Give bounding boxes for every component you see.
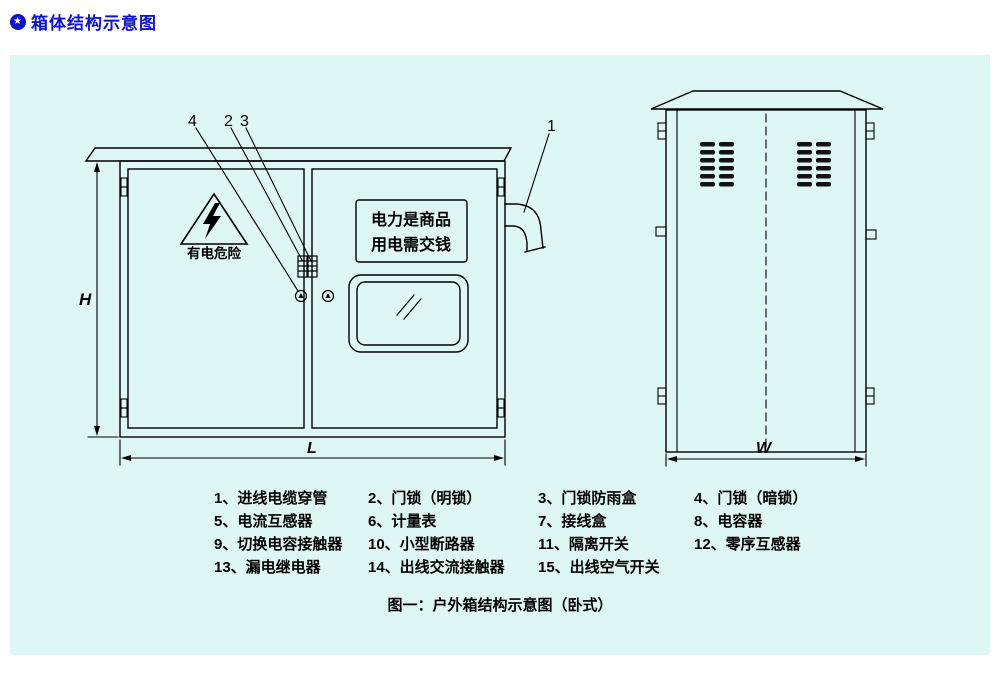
- dimension-width: [665, 453, 867, 467]
- front-hinges: [120, 177, 505, 418]
- hidden-door-locks: [294, 289, 335, 303]
- cable-conduit: [504, 203, 546, 253]
- star-circle-icon: ★: [10, 13, 26, 30]
- callout-2-label: 2: [224, 113, 233, 130]
- callout-1-label: 1: [547, 118, 556, 135]
- vent-louvers: [700, 142, 831, 187]
- warning-text: 有电危险: [187, 245, 241, 261]
- side-body: [665, 109, 867, 453]
- front-view: [84, 127, 550, 466]
- dimension-height: [87, 160, 119, 438]
- legend-item: 7、接线盒: [538, 513, 607, 530]
- legend-item: 6、计量表: [368, 513, 437, 530]
- front-left-door: [127, 168, 305, 429]
- lightning-bolt-icon: [203, 203, 221, 239]
- glass-reflection: [396, 294, 422, 320]
- callout-4-label: 4: [188, 113, 197, 130]
- side-door-frames: [676, 109, 856, 453]
- parts-legend: 1、进线电缆穿管 2、门锁（明锁） 3、门锁防雨盒 4、门锁（暗锁） 5、电流互…: [214, 490, 864, 577]
- diagram-panel: [10, 55, 990, 655]
- legend-item: 9、切换电容接触器: [214, 536, 343, 553]
- page-title-text: 箱体结构示意图: [31, 14, 157, 33]
- side-view: [650, 90, 884, 467]
- front-body: [119, 160, 506, 438]
- legend-item: 10、小型断路器: [368, 536, 475, 553]
- meter-window-inner: [356, 281, 461, 346]
- callout-3-label: 3: [240, 113, 249, 130]
- height-dim-label: H: [79, 290, 92, 309]
- side-roof: [650, 90, 884, 110]
- legend-item: 1、进线电缆穿管: [214, 490, 328, 507]
- legend-item: 4、门锁（暗锁）: [694, 490, 808, 507]
- side-hinges: [655, 122, 877, 405]
- legend-item: 12、零序互感器: [694, 536, 801, 553]
- length-dim-label: L: [307, 440, 317, 457]
- sign-text-line1: 电力是商品: [371, 210, 451, 229]
- callout-leaders: [195, 127, 550, 292]
- warning-triangle: [179, 192, 249, 245]
- front-right-door: [311, 168, 498, 429]
- legend-item: 11、隔离开关: [538, 536, 629, 553]
- width-dim-label: W: [756, 440, 773, 457]
- legend-item: 14、出线交流接触器: [368, 559, 505, 576]
- legend-item: 3、门锁防雨盒: [538, 490, 637, 507]
- page-title: ★ 箱体结构示意图: [10, 9, 157, 34]
- meter-window-outer: [348, 274, 469, 353]
- legend-item: 5、电流互感器: [214, 513, 313, 530]
- legend-item: 2、门锁（明锁）: [368, 490, 482, 507]
- legend-item: 15、出线空气开关: [538, 559, 660, 576]
- sign-text-line2: 用电需交钱: [371, 235, 451, 254]
- front-roof: [84, 147, 513, 162]
- legend-item: 13、漏电继电器: [214, 559, 321, 576]
- front-view-labels: 4 2 3 1 有电危险 电力是商品 用电需交钱 H L: [79, 113, 556, 457]
- notice-sign: [355, 199, 468, 263]
- dimension-length: [119, 439, 506, 466]
- door-lock-and-rain-box: [297, 255, 318, 278]
- figure-caption: 图一：户外箱结构示意图（卧式）: [387, 597, 613, 614]
- legend-item: 8、电容器: [694, 513, 763, 530]
